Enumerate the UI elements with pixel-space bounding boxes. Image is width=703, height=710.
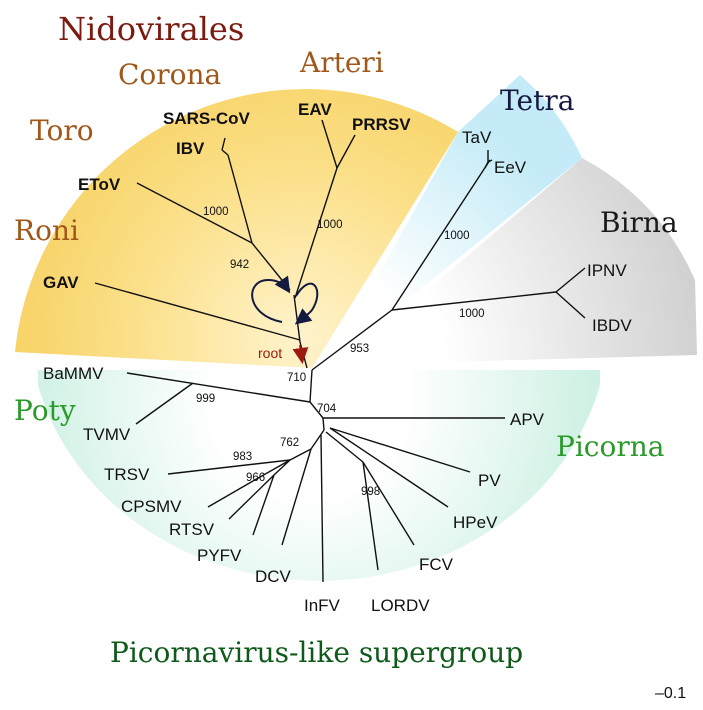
taxon-eav: EAV	[298, 100, 332, 119]
branch-dcv	[281, 448, 312, 546]
taxon-lordv: LORDV	[371, 596, 430, 615]
taxon-gav: GAV	[43, 273, 79, 292]
group-label-arteri: Arteri	[299, 46, 384, 79]
branch-prrsv	[336, 134, 356, 169]
nidovirales-region	[15, 89, 458, 369]
branch-953	[311, 309, 393, 371]
branch-tetra-stem	[391, 159, 491, 311]
group-label-nidovirales: Nidovirales	[58, 10, 244, 48]
bootstrap-966: 966	[246, 472, 265, 484]
bootstrap-arteri: 1000	[317, 219, 343, 231]
branch-tav-eev	[484, 150, 493, 169]
birna-region	[340, 158, 697, 365]
taxon-ibv: IBV	[176, 139, 205, 158]
bootstrap-983: 983	[233, 451, 252, 463]
group-label-supergroup: Picornavirus-like supergroup	[110, 636, 523, 669]
bootstrap-corona: 1000	[203, 206, 229, 218]
branch-762	[310, 429, 325, 450]
taxon-sars-cov: SARS-CoV	[163, 109, 251, 128]
taxon-cpsmv: CPSMV	[121, 497, 182, 516]
tetra-region	[330, 75, 582, 362]
branch-704-apv-node	[309, 401, 324, 419]
tree-branches	[94, 119, 586, 583]
branch-eav	[321, 119, 338, 169]
group-label-roni: Roni	[14, 214, 79, 247]
taxon-pv: PV	[478, 471, 501, 490]
branch-983	[289, 448, 312, 461]
branch-hpev	[329, 427, 449, 508]
taxon-eev: EeV	[494, 158, 527, 177]
branch-998	[325, 431, 364, 463]
branch-arteri-stem	[294, 167, 338, 299]
branch-rtsv	[228, 474, 275, 520]
bootstrap-poty: 999	[196, 393, 215, 405]
bootstrap-762: 762	[280, 437, 299, 449]
bootstrap-birna: 1000	[459, 308, 485, 320]
bootstrap-710: 710	[287, 372, 306, 384]
taxon-tvmv: TVMV	[83, 425, 131, 444]
taxon-ipnv: IPNV	[587, 261, 627, 280]
branch-trsv	[167, 459, 291, 475]
branch-gav	[94, 282, 301, 341]
taxon-trsv: TRSV	[104, 465, 150, 484]
taxon-bammv: BaMMV	[43, 364, 104, 383]
branch-lower-node	[322, 417, 325, 431]
branch-bammv	[126, 372, 311, 403]
taxon-ibdv: IBDV	[592, 316, 632, 335]
taxon-apv: APV	[510, 410, 545, 429]
group-label-poty: Poty	[14, 394, 76, 427]
branch-birna-stem	[391, 291, 557, 311]
branch-pyfv	[252, 474, 275, 536]
branch-lordv	[362, 461, 379, 571]
group-label-corona: Corona	[118, 58, 221, 91]
branch-sars-ibv	[221, 137, 229, 156]
branch-ibv-clade	[227, 154, 253, 244]
branch-tvmv	[135, 382, 194, 425]
taxon-pyfv: PYFV	[197, 546, 242, 565]
group-label-toro: Toro	[30, 114, 94, 147]
root-arrow-icon	[292, 344, 309, 364]
curved-arrow-left	[251, 275, 291, 323]
branch-cpsmv-leaf	[207, 480, 254, 508]
curved-arrow-right	[294, 282, 319, 325]
branch-966	[273, 459, 291, 476]
taxon-hpev: HPeV	[453, 513, 498, 532]
scale-bar-label: –0.1	[655, 685, 686, 702]
branch-ipnv	[555, 267, 586, 293]
branch-fcv	[362, 461, 415, 546]
bootstrap-942: 942	[230, 259, 249, 271]
bootstrap-953: 953	[350, 343, 369, 355]
taxon-tav: TaV	[462, 128, 492, 147]
branch-ibdv	[555, 291, 586, 319]
root-label: root	[258, 345, 282, 361]
group-label-picorna: Picorna	[556, 430, 664, 463]
group-label-birna: Birna	[600, 206, 678, 239]
bootstrap-704: 704	[317, 403, 337, 415]
bootstrap-998: 998	[361, 486, 380, 498]
branch-710-704	[309, 369, 313, 403]
taxon-prrsv: PRRSV	[352, 115, 411, 134]
taxon-etov: EToV	[78, 175, 121, 194]
taxon-rtsv: RTSV	[169, 520, 215, 539]
group-label-tetra: Tetra	[500, 84, 574, 117]
taxon-infv: InFV	[304, 596, 341, 615]
branch-cpsmv	[252, 459, 291, 482]
picorna-region	[38, 370, 600, 581]
branch-pv	[329, 427, 471, 473]
branch-etov	[136, 182, 253, 244]
taxon-dcv: DCV	[255, 567, 292, 586]
branch-infv	[320, 434, 324, 583]
bootstrap-tetra: 1000	[444, 230, 470, 242]
taxon-fcv: FCV	[419, 555, 454, 574]
